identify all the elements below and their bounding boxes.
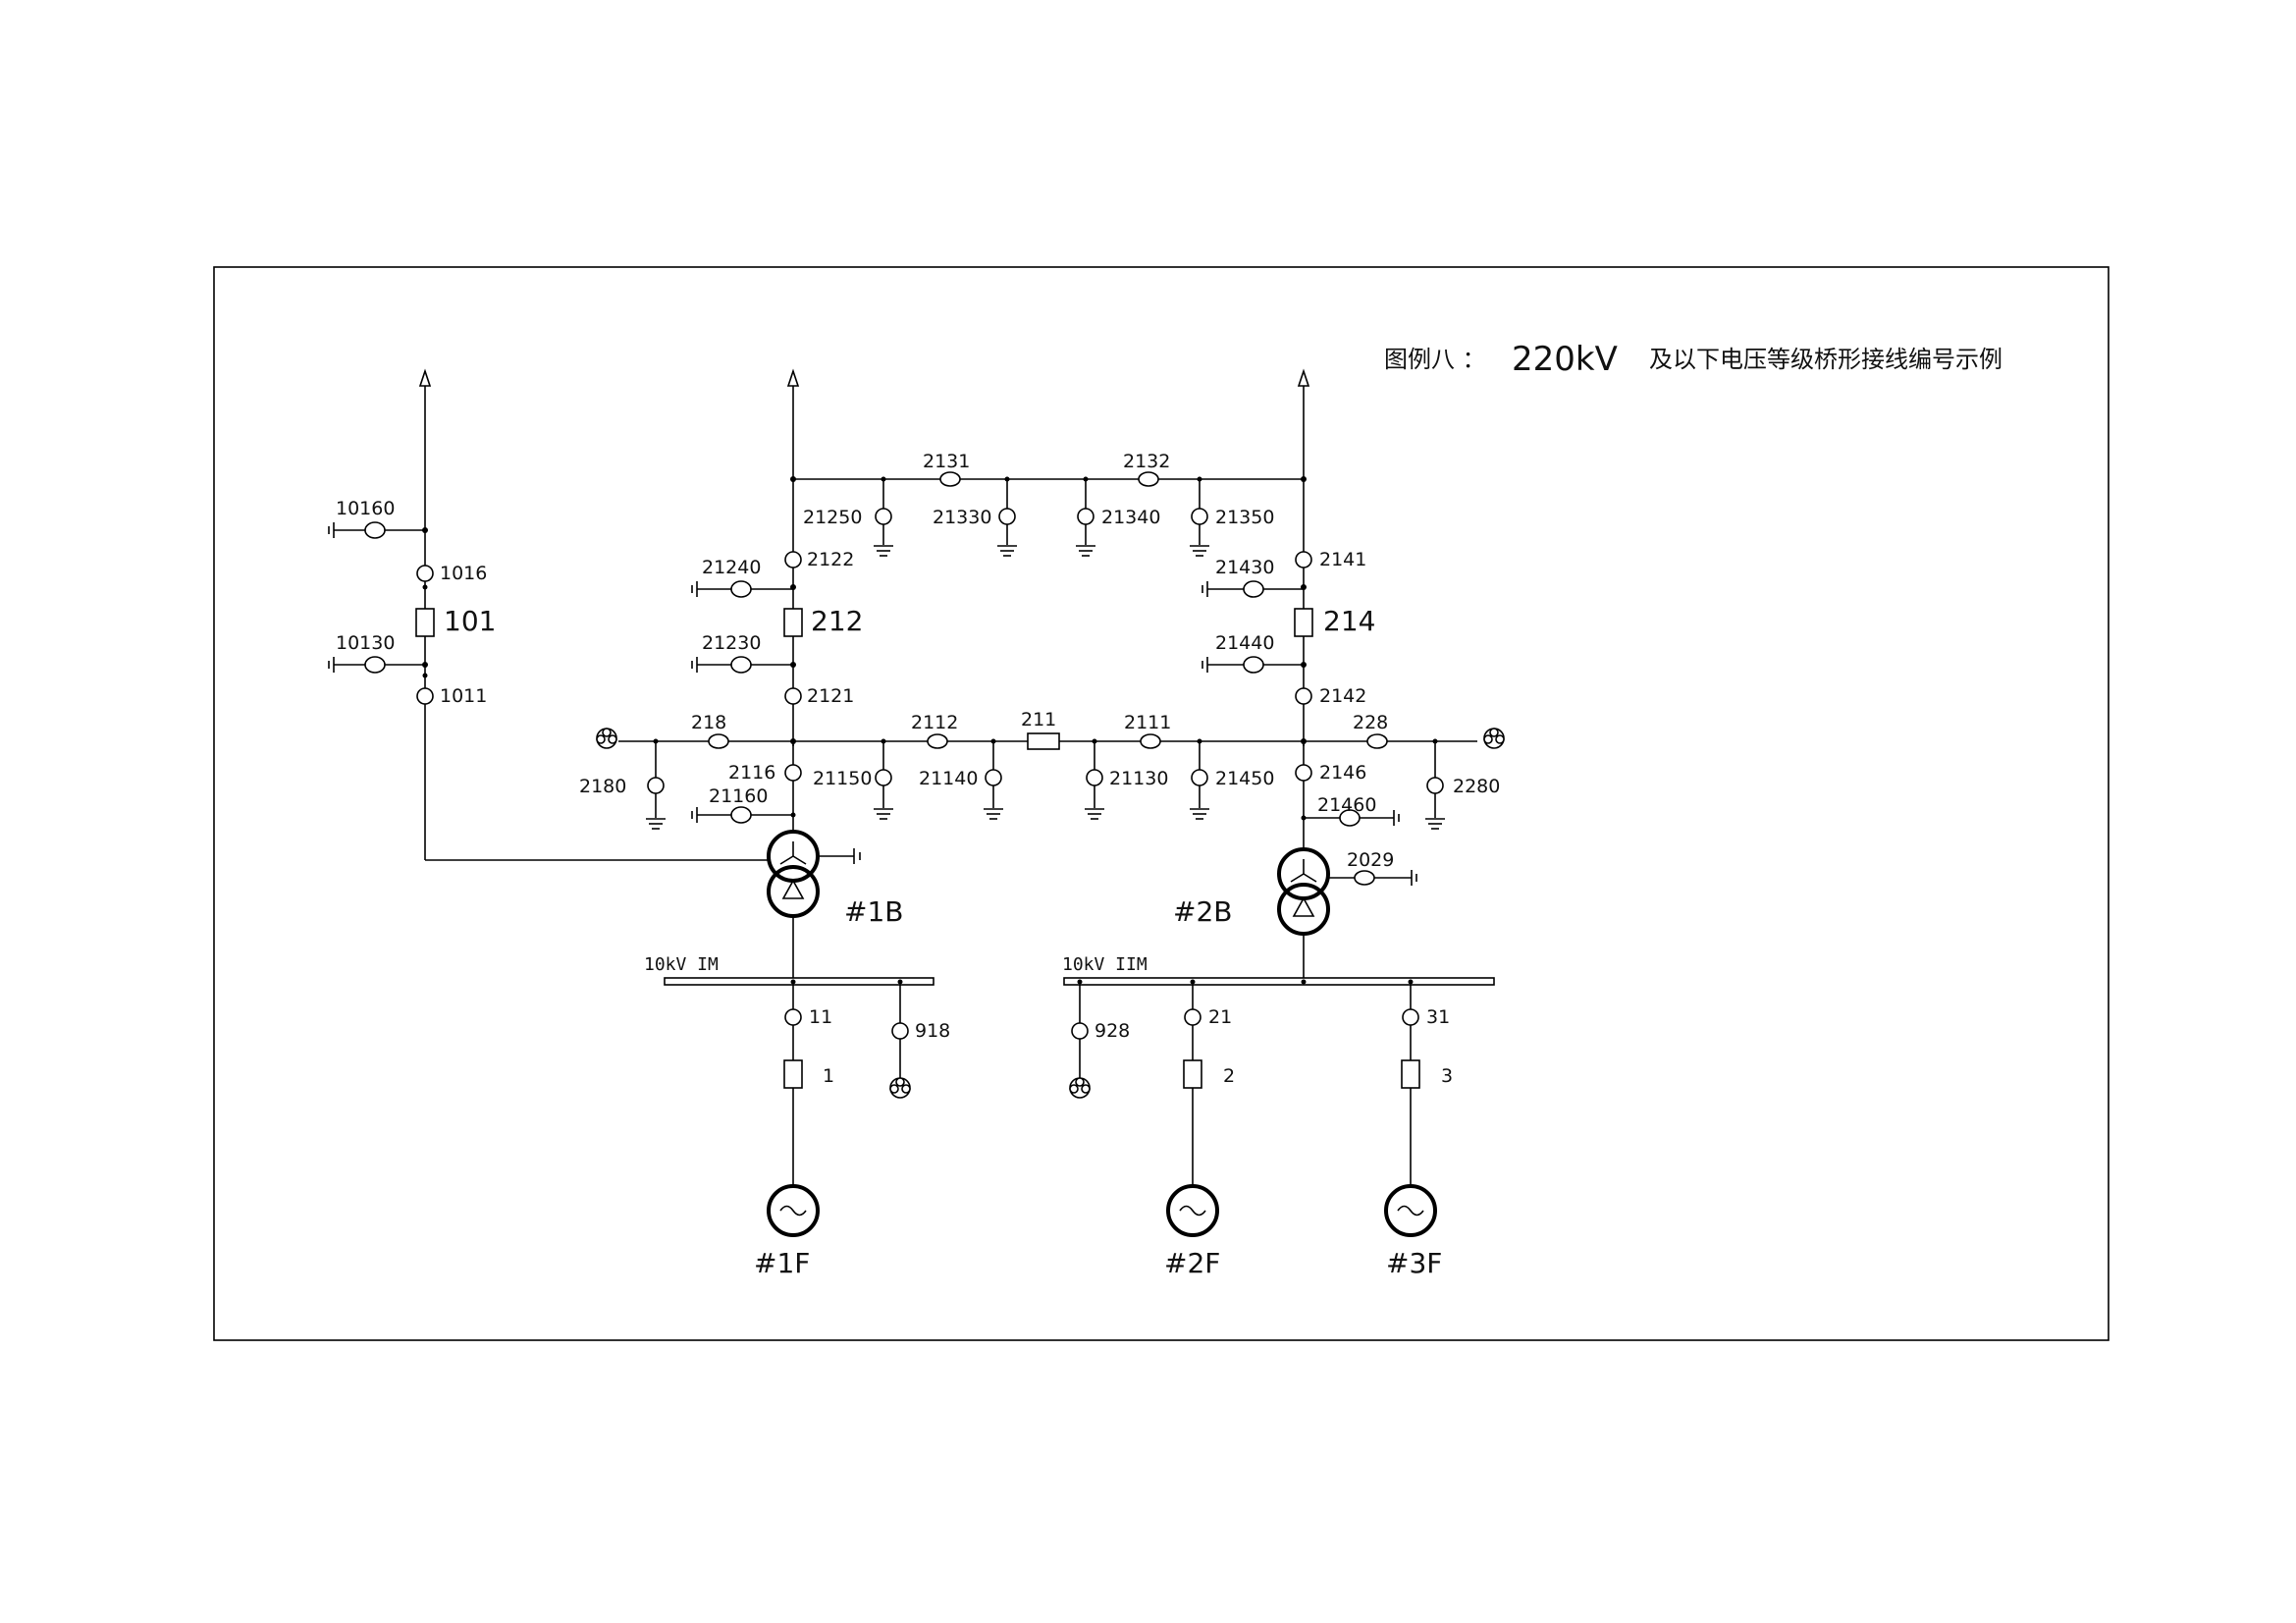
label-1016: 1016 [440, 563, 487, 584]
label-2131: 2131 [923, 451, 970, 472]
label-3f: #3F [1386, 1247, 1442, 1279]
label-21340: 21340 [1101, 507, 1160, 528]
right-line-214: 2141 21430 214 21440 2142 [1201, 368, 1375, 746]
label-21140: 21140 [919, 768, 978, 789]
label-10160: 10160 [336, 498, 395, 519]
label-31: 31 [1426, 1006, 1450, 1028]
label-21440: 21440 [1215, 632, 1274, 654]
label-10130: 10130 [336, 632, 395, 654]
label-2141: 2141 [1319, 549, 1366, 570]
label-2280: 2280 [1453, 776, 1500, 797]
title-suffix: 及以下电压等级桥形接线编号示例 [1649, 346, 2002, 373]
label-21450: 21450 [1215, 768, 1274, 789]
label-1f: #1F [754, 1247, 810, 1279]
generator-3f: 31 3 #3F [1384, 985, 1453, 1279]
label-2180: 2180 [579, 776, 626, 797]
pt-928: 928 [1069, 985, 1130, 1099]
label-21330: 21330 [933, 507, 991, 528]
label-2111: 2111 [1124, 712, 1171, 733]
label-211: 211 [1021, 709, 1056, 730]
label-2146: 2146 [1319, 762, 1366, 784]
bus-iim: 10kV IIM [1062, 954, 1495, 986]
generator-2f: 21 2 #2F [1164, 985, 1235, 1279]
label-101: 101 [444, 605, 496, 637]
label-21: 21 [1208, 1006, 1232, 1028]
label-2121: 2121 [807, 685, 854, 707]
label-2116: 2116 [728, 762, 775, 784]
label-2112: 2112 [911, 712, 958, 733]
label-228: 228 [1353, 712, 1388, 733]
label-2029: 2029 [1347, 849, 1394, 871]
label-2122: 2122 [807, 549, 854, 570]
label-bus-iim: 10kV IIM [1062, 954, 1148, 975]
label-bus-im: 10kV IM [644, 954, 719, 975]
label-218: 218 [691, 712, 726, 733]
title-prefix: 图例八 ： [1384, 346, 1486, 373]
title-voltage: 220kV [1512, 340, 1618, 379]
label-breaker-2: 2 [1223, 1065, 1235, 1087]
feeder-101: 10160 1016 101 10130 1011 [328, 368, 793, 861]
label-2142: 2142 [1319, 685, 1366, 707]
label-2132: 2132 [1123, 451, 1170, 472]
label-11: 11 [809, 1006, 832, 1028]
bus-im: 10kV IM [644, 954, 934, 986]
label-21240: 21240 [702, 557, 761, 578]
label-214: 214 [1323, 605, 1375, 637]
label-2f: #2F [1164, 1247, 1220, 1279]
label-21230: 21230 [702, 632, 761, 654]
label-1b: #1B [844, 895, 903, 928]
label-1011: 1011 [440, 685, 487, 707]
label-928: 928 [1095, 1020, 1130, 1042]
label-21130: 21130 [1109, 768, 1168, 789]
label-21350: 21350 [1215, 507, 1274, 528]
label-21430: 21430 [1215, 557, 1274, 578]
label-breaker-3: 3 [1441, 1065, 1453, 1087]
label-918: 918 [915, 1020, 950, 1042]
generator-1f: 11 1 #1F [754, 985, 834, 1279]
left-line-212: 2122 21240 212 21230 2121 [691, 368, 863, 746]
pt-918: 918 [889, 985, 950, 1099]
label-breaker-1: 1 [823, 1065, 834, 1087]
middle-bridge: 218 2180 2112 211 2111 21150 21140 21130… [579, 709, 1505, 830]
label-21150: 21150 [813, 768, 872, 789]
transformer-2b: 2146 21460 2029 #2B [1173, 741, 1417, 982]
top-bridge: 2131 2132 21250 21330 21340 21350 [793, 451, 1304, 557]
label-212: 212 [811, 605, 863, 637]
transformer-1b: 2116 21160 #1B [691, 741, 903, 982]
drawing-frame [213, 266, 2109, 1341]
label-21160: 21160 [709, 785, 768, 807]
label-21250: 21250 [803, 507, 862, 528]
label-2b: #2B [1173, 895, 1232, 928]
label-21460: 21460 [1317, 794, 1376, 816]
